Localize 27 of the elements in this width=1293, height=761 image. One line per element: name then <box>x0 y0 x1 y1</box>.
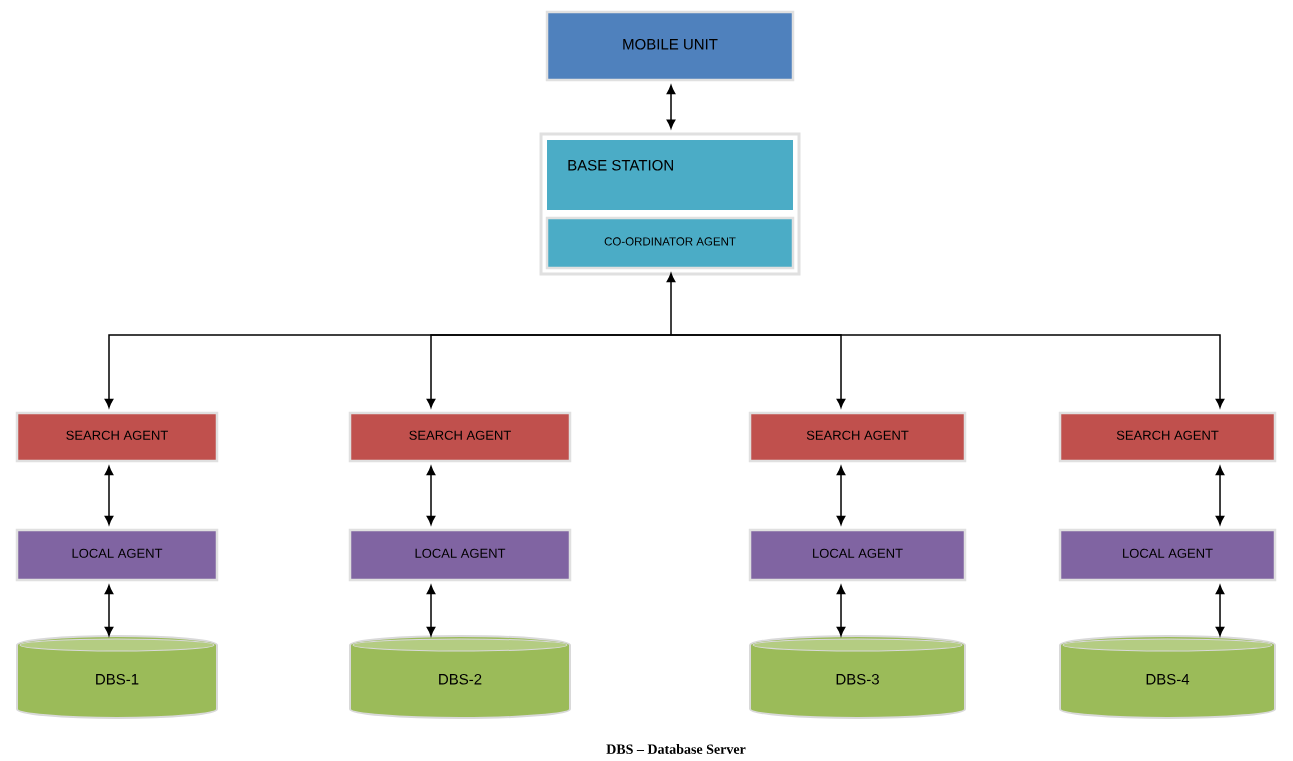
agent-box: LOCAL AGENT <box>748 528 967 582</box>
agent-box: SEARCH AGENT <box>748 411 967 463</box>
database-cylinder: DBS-3 <box>749 635 966 719</box>
arrow <box>836 585 846 636</box>
caption: DBS – Database Server <box>606 744 746 754</box>
arrow <box>670 334 1225 408</box>
agent-box: LOCAL AGENT <box>1058 528 1277 582</box>
agent-box: CO-ORDINATOR AGENT <box>545 216 795 270</box>
arrow <box>104 585 114 636</box>
arrow <box>666 85 676 129</box>
database-cylinder: DBS-2 <box>349 635 571 719</box>
agent-box: SEARCH AGENT <box>1058 411 1277 463</box>
unit-box: MOBILE UNIT <box>545 10 795 82</box>
database-cylinder: DBS-1 <box>16 635 218 719</box>
arrow <box>426 334 672 408</box>
arrow <box>104 466 114 525</box>
arrow <box>836 466 846 525</box>
database-cylinder: DBS-4 <box>1059 635 1276 719</box>
arrow <box>426 585 436 636</box>
arrow <box>1215 466 1225 525</box>
agent-box: SEARCH AGENT <box>15 411 219 463</box>
arrow <box>1215 585 1225 636</box>
arrow <box>666 273 676 336</box>
agent-box: LOCAL AGENT <box>15 528 219 582</box>
arrow <box>426 466 436 525</box>
agent-box: SEARCH AGENT <box>348 411 572 463</box>
agent-box: LOCAL AGENT <box>348 528 572 582</box>
